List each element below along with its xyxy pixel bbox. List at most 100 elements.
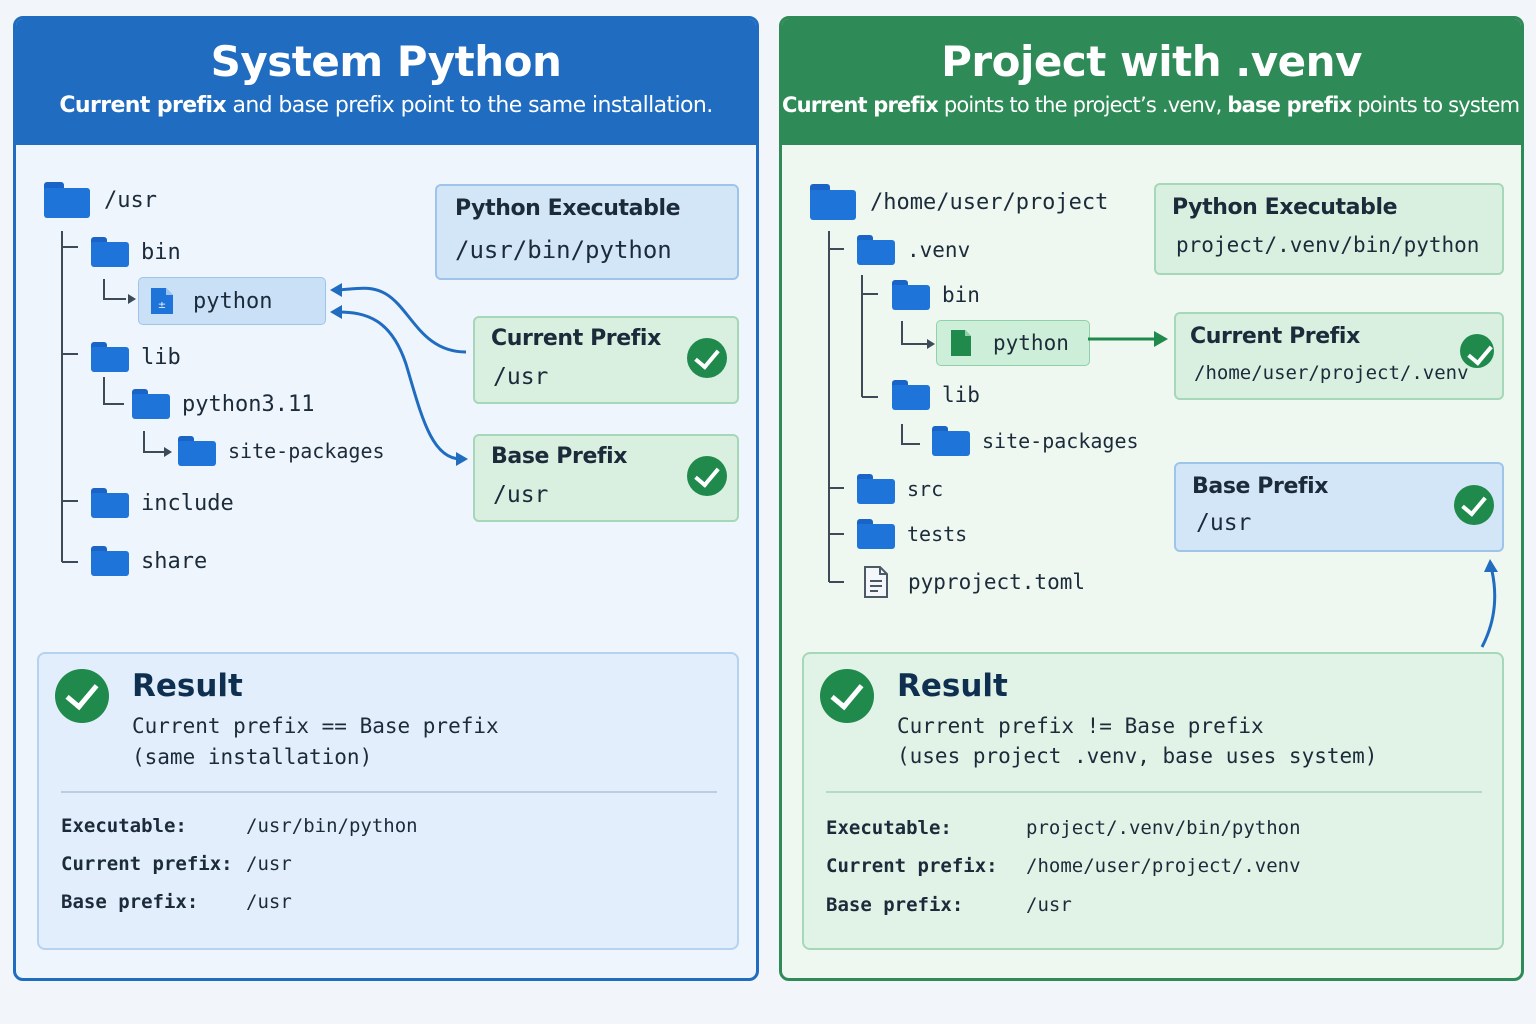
tree-node-python311[interactable]: python3.11 <box>132 389 314 419</box>
card-value: /usr <box>493 364 549 390</box>
tree-node-project-root[interactable]: /home/user/project <box>810 184 1108 220</box>
tree-node-site-packages[interactable]: site-packages <box>932 426 1139 456</box>
executable-key: Executable: <box>61 815 187 837</box>
panel-title: System Python <box>210 37 562 86</box>
tree-node-pyproject[interactable]: pyproject.toml <box>862 565 1085 599</box>
current-prefix-card: Current Prefix /home/user/project/.venv <box>1174 312 1504 400</box>
node-label: /usr <box>104 187 157 213</box>
result-title: Result <box>897 668 1008 704</box>
tree-node-venv[interactable]: .venv <box>857 235 970 265</box>
result-line: Current prefix != Base prefix <box>897 714 1264 738</box>
node-label: include <box>141 490 234 516</box>
node-label: python <box>193 288 273 314</box>
current-prefix-value: /usr <box>246 853 292 875</box>
card-title: Python Executable <box>455 196 681 221</box>
panel-header: System Python Current prefix and base pr… <box>16 19 756 145</box>
divider <box>826 791 1482 793</box>
svg-text:±: ± <box>158 300 166 311</box>
card-value: /usr <box>1196 510 1252 536</box>
node-label: python <box>993 331 1069 355</box>
folder-icon <box>91 342 129 372</box>
folder-icon <box>91 488 129 518</box>
python-executable-card: Python Executable project/.venv/bin/pyth… <box>1154 183 1504 275</box>
project-venv-panel: Project with .venv Current prefix points… <box>779 16 1524 981</box>
folder-icon <box>892 280 930 310</box>
tree-node-python[interactable]: python <box>936 320 1090 366</box>
node-label: /home/user/project <box>870 189 1109 215</box>
python-file-icon: ± <box>151 288 173 314</box>
python-executable-card: Python Executable /usr/bin/python <box>435 184 739 280</box>
card-title: Current Prefix <box>1190 324 1360 349</box>
card-title: Base Prefix <box>491 444 628 469</box>
node-label: bin <box>942 283 980 307</box>
base-prefix-card: Base Prefix /usr <box>1174 462 1504 552</box>
current-prefix-card: Current Prefix /usr <box>473 316 739 404</box>
node-label: lib <box>141 344 181 370</box>
tree-node-lib[interactable]: lib <box>892 380 980 410</box>
folder-icon <box>857 519 895 549</box>
tree-node-tests[interactable]: tests <box>857 519 967 549</box>
divider <box>61 791 717 793</box>
result-title: Result <box>132 668 243 704</box>
executable-key: Executable: <box>826 817 952 839</box>
node-label: lib <box>942 383 980 407</box>
card-title: Python Executable <box>1172 195 1398 220</box>
result-line: Current prefix == Base prefix <box>132 714 499 738</box>
current-prefix-key: Current prefix: <box>61 853 233 875</box>
node-label: .venv <box>907 238 971 262</box>
folder-icon <box>892 380 930 410</box>
tree-node-src[interactable]: src <box>857 474 943 504</box>
base-prefix-card: Base Prefix /usr <box>473 434 739 522</box>
node-label: src <box>907 477 944 501</box>
tree-node-usr[interactable]: /usr <box>44 182 157 218</box>
result-box: Result Current prefix != Base prefix (us… <box>802 652 1504 950</box>
tree-node-include[interactable]: include <box>91 488 234 518</box>
result-line: (uses project .venv, base uses system) <box>897 744 1378 768</box>
result-line: (same installation) <box>132 745 373 769</box>
panel-subtitle: Current prefix points to the project’s .… <box>782 93 1524 117</box>
card-value: project/.venv/bin/python <box>1176 233 1480 257</box>
check-icon <box>1460 334 1494 368</box>
node-label: site-packages <box>228 439 385 463</box>
check-icon <box>820 669 874 723</box>
tree-node-site-packages[interactable]: site-packages <box>178 436 385 466</box>
tree-node-python[interactable]: ± python <box>138 277 326 325</box>
folder-icon <box>91 237 129 267</box>
card-value: /usr/bin/python <box>455 236 672 264</box>
folder-icon <box>932 426 970 456</box>
python-file-icon <box>951 330 971 356</box>
card-title: Base Prefix <box>1192 474 1329 499</box>
tree-node-share[interactable]: share <box>91 546 207 576</box>
panel-header: Project with .venv Current prefix points… <box>782 19 1521 145</box>
folder-icon <box>857 235 895 265</box>
node-label: tests <box>907 522 968 546</box>
check-icon <box>687 456 727 496</box>
tree-node-lib[interactable]: lib <box>91 342 181 372</box>
check-icon <box>1454 485 1494 525</box>
executable-value: project/.venv/bin/python <box>1026 817 1301 839</box>
node-label: site-packages <box>982 429 1139 453</box>
base-prefix-key: Base prefix: <box>61 891 199 913</box>
check-icon <box>687 338 727 378</box>
node-label: share <box>141 548 208 574</box>
result-box: Result Current prefix == Base prefix (sa… <box>37 652 739 950</box>
node-label: python3.11 <box>182 391 315 417</box>
tree-node-bin[interactable]: bin <box>892 280 980 310</box>
card-value: /usr <box>493 482 549 508</box>
system-python-panel: System Python Current prefix and base pr… <box>13 16 759 981</box>
folder-icon <box>857 474 895 504</box>
base-prefix-key: Base prefix: <box>826 894 964 916</box>
tree-node-bin[interactable]: bin <box>91 237 181 267</box>
node-label: pyproject.toml <box>908 570 1086 594</box>
folder-icon <box>44 182 90 218</box>
current-prefix-value: /home/user/project/.venv <box>1026 855 1301 877</box>
panel-title: Project with .venv <box>941 37 1362 86</box>
base-prefix-value: /usr <box>246 891 292 913</box>
check-icon <box>55 669 109 723</box>
folder-icon <box>91 546 129 576</box>
base-prefix-value: /usr <box>1026 894 1072 916</box>
document-icon <box>864 566 888 598</box>
card-value: /home/user/project/.venv <box>1194 362 1469 384</box>
executable-value: /usr/bin/python <box>246 815 418 837</box>
panel-subtitle: Current prefix and base prefix point to … <box>59 93 713 118</box>
